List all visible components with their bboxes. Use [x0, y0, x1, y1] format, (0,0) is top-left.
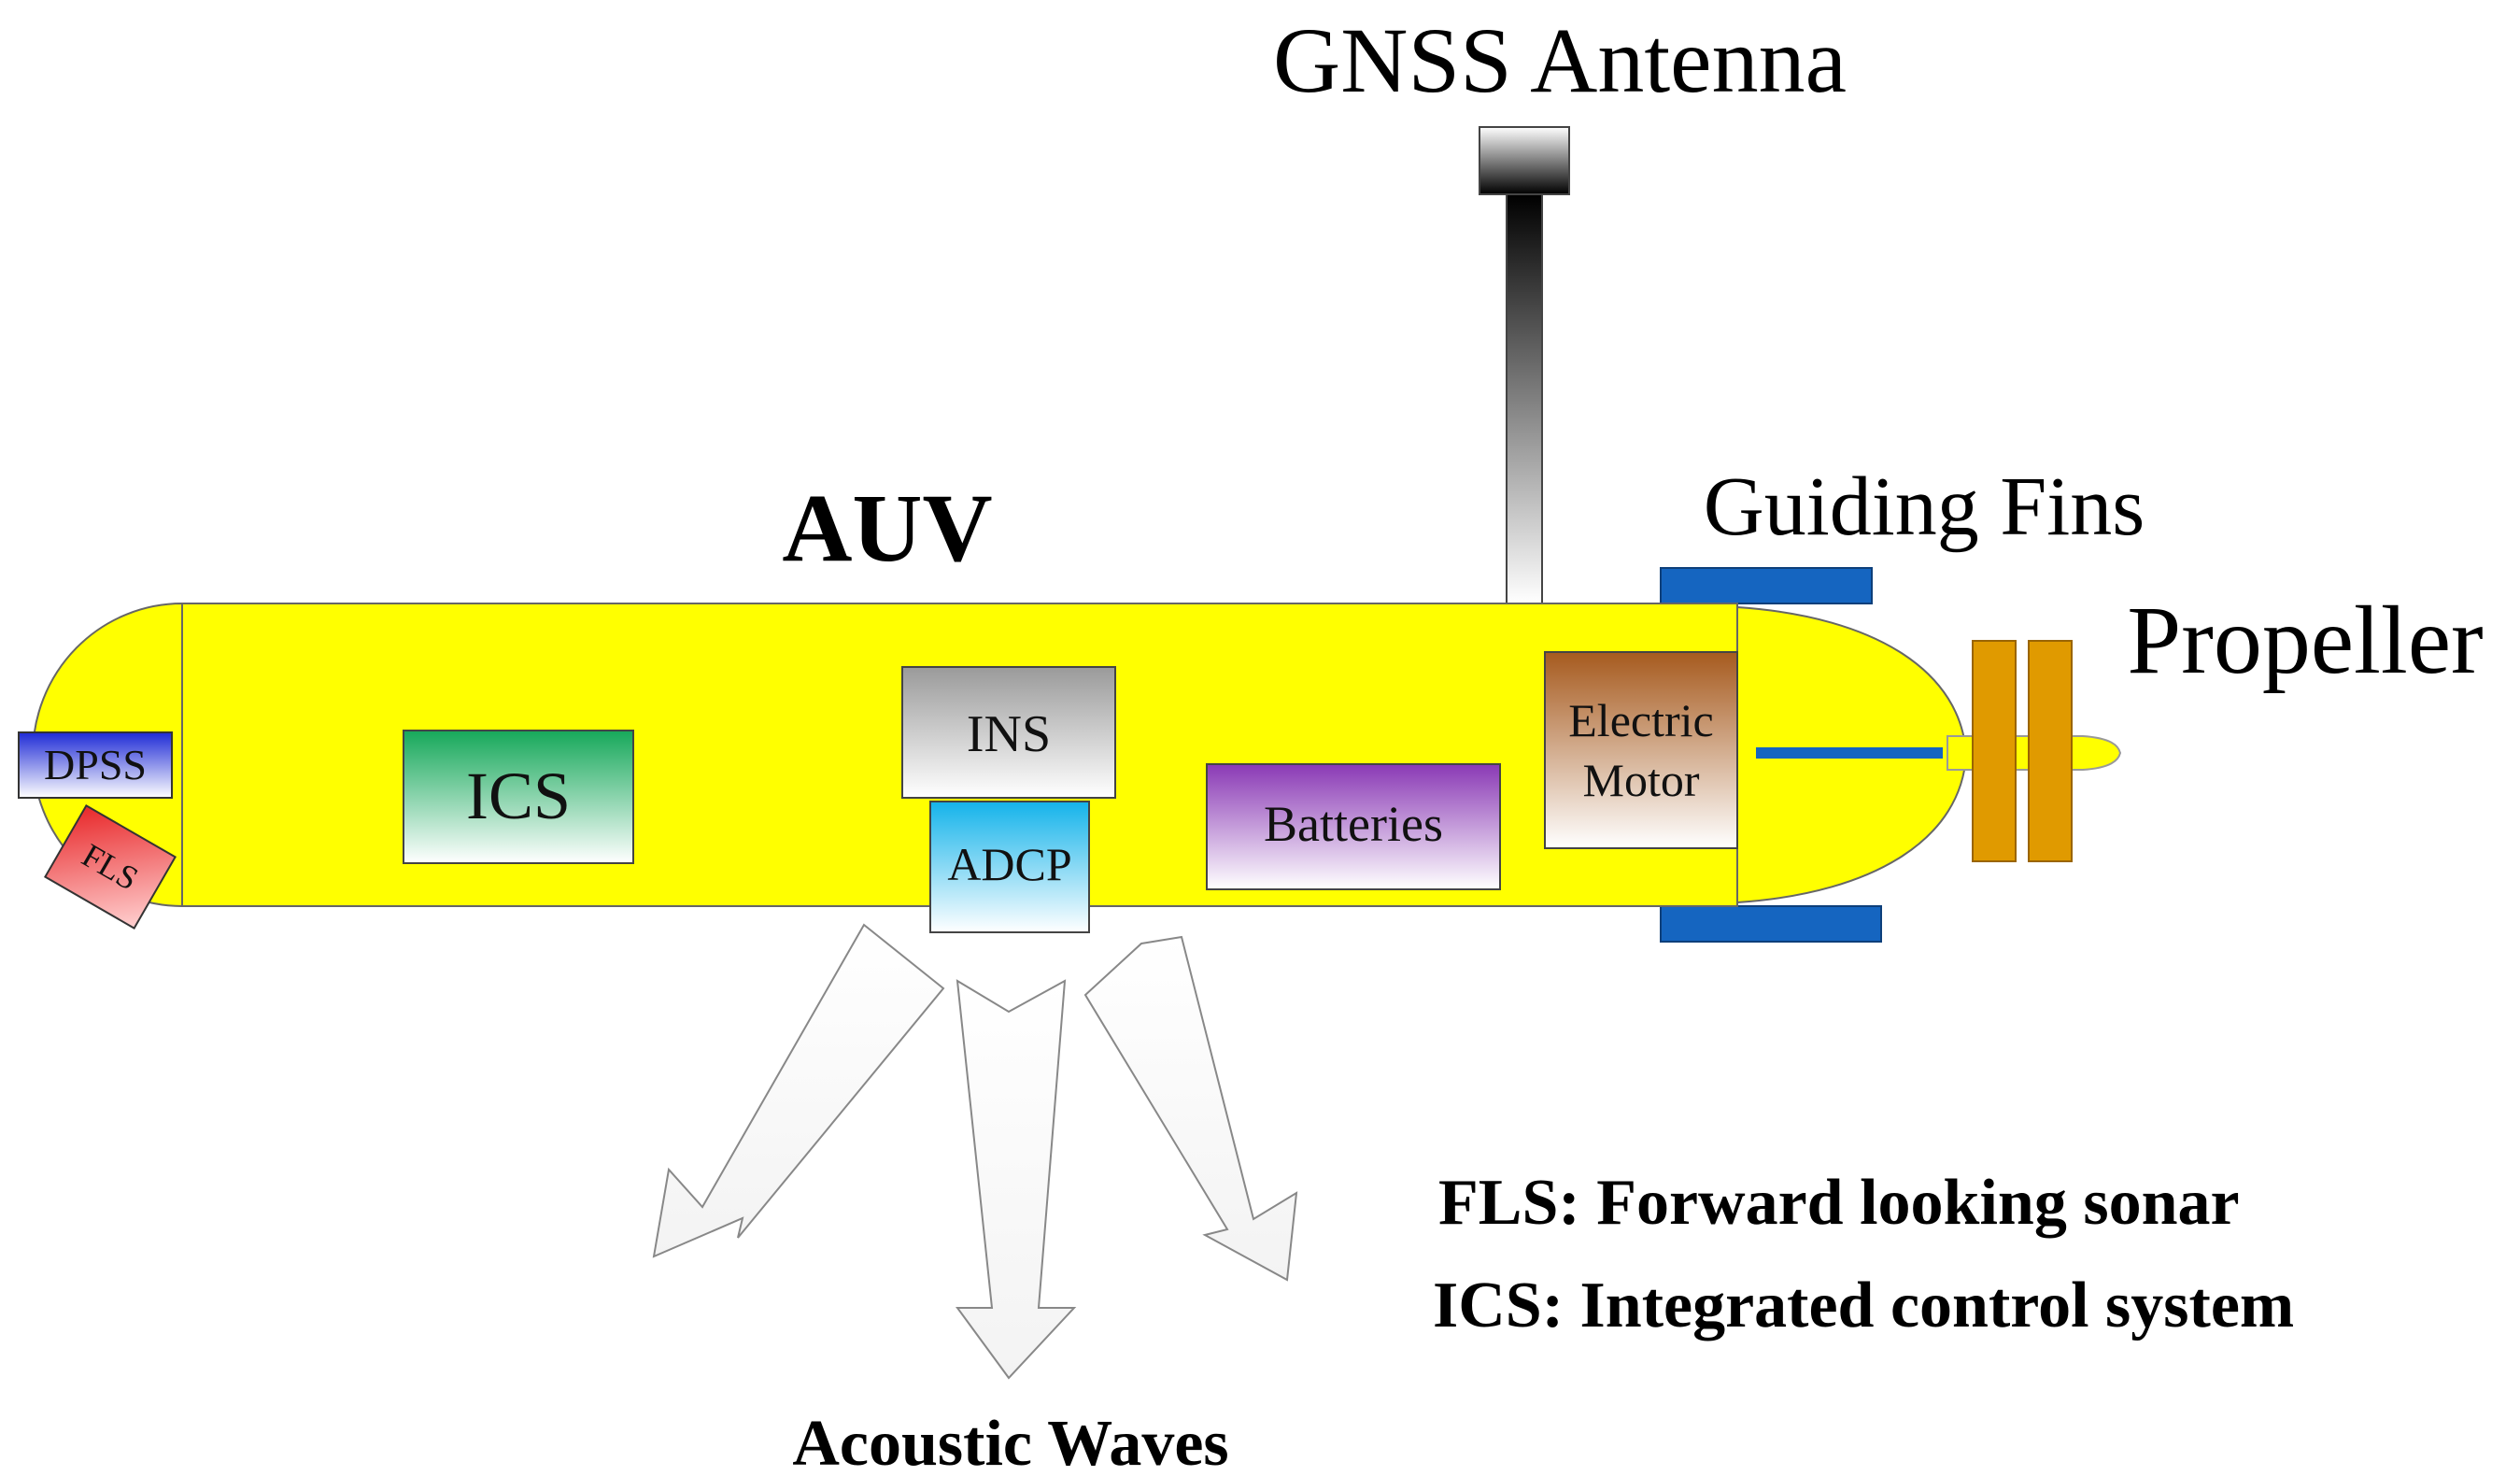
propeller-blade-2	[2028, 640, 2073, 862]
acoustic-arrow-center	[956, 979, 1077, 1380]
fls-box	[44, 804, 177, 930]
fls-box-group: FLS	[44, 804, 177, 930]
acoustic-arrow-left	[652, 923, 945, 1258]
bottom-fin	[1660, 905, 1882, 943]
ics-box	[403, 730, 634, 864]
ins-label: INS	[967, 705, 1051, 763]
legend-fls: FLS: Forward looking sonar	[1438, 1167, 2240, 1239]
gnss-antenna-label: GNSS Antenna	[1273, 8, 1847, 112]
adcp-label: ADCP	[947, 838, 1071, 890]
antenna-head	[1479, 126, 1570, 195]
ics-label: ICS	[466, 759, 571, 833]
batteries-label: Batteries	[1264, 796, 1443, 852]
dpss-box	[18, 731, 173, 799]
motor-shaft-line	[1756, 747, 1943, 759]
top-fin	[1660, 567, 1873, 604]
legend-ics: ICS: Integrated control system	[1433, 1270, 2294, 1341]
acoustic-waves-label: Acoustic Waves	[792, 1408, 1228, 1476]
auv-title: AUV	[782, 475, 992, 582]
electric-motor-box	[1544, 651, 1738, 849]
batteries-box	[1206, 763, 1501, 890]
acoustic-arrow-right	[1083, 935, 1298, 1282]
antenna-mast	[1506, 193, 1543, 604]
adcp-box	[929, 801, 1090, 933]
guiding-fins-label: Guiding Fins	[1704, 461, 2145, 553]
ins-box	[901, 666, 1116, 799]
electric-motor-label-line1: Electric	[1568, 694, 1713, 746]
propeller-label: Propeller	[2127, 587, 2483, 694]
dpss-label: DPSS	[44, 741, 147, 788]
electric-motor-label-line2: Motor	[1583, 754, 1700, 806]
propeller-blade-1	[1972, 640, 2017, 862]
